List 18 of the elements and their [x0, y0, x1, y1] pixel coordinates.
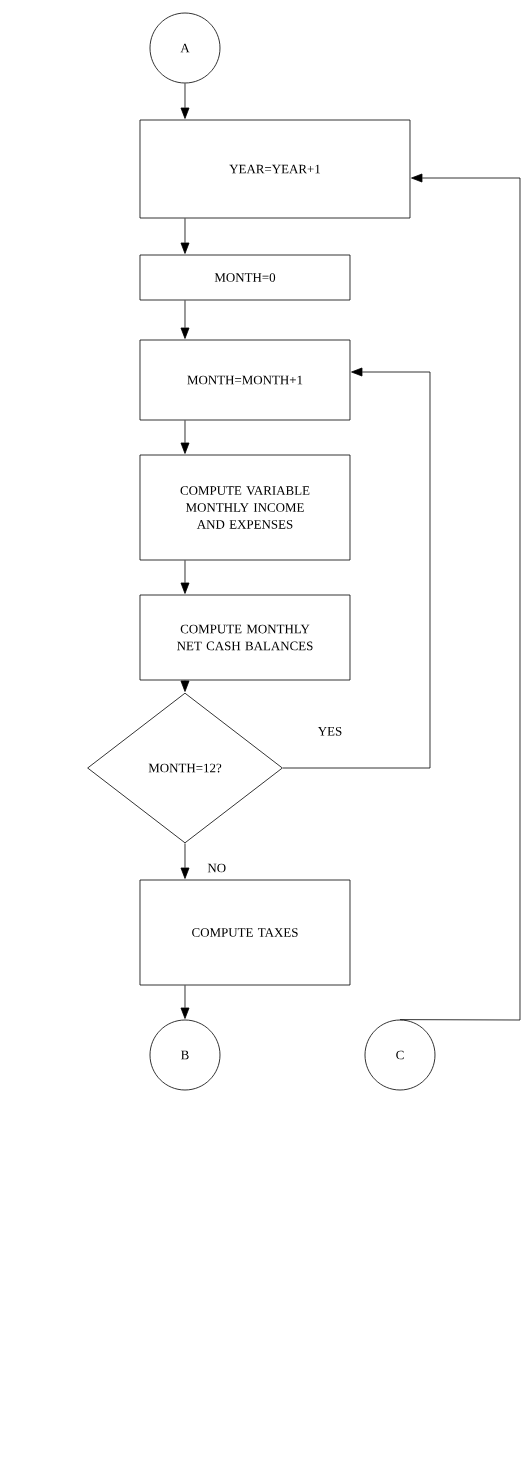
process-box: COMPUTE MONTHLY NET CASH BALANCES	[139, 594, 351, 681]
arrow	[180, 985, 190, 1019]
arrow	[180, 300, 190, 339]
arrow	[282, 367, 431, 769]
arrow	[180, 218, 190, 254]
arrow	[180, 680, 190, 692]
arrow	[399, 173, 521, 1021]
process-box: MONTH=0	[139, 254, 351, 301]
arrow	[180, 843, 190, 879]
process-box: YEAR=YEAR+1	[139, 119, 411, 219]
process-box: COMPUTE VARIABLE MONTHLY INCOME AND EXPENSES	[139, 454, 351, 561]
edge-label: NO	[205, 861, 229, 875]
arrow	[180, 420, 190, 454]
process-box: COMPUTE TAXES	[139, 879, 351, 986]
arrow	[180, 83, 190, 119]
edge-label: YES	[315, 724, 345, 738]
arrow	[180, 560, 190, 594]
process-box: MONTH=MONTH+1	[139, 339, 351, 421]
